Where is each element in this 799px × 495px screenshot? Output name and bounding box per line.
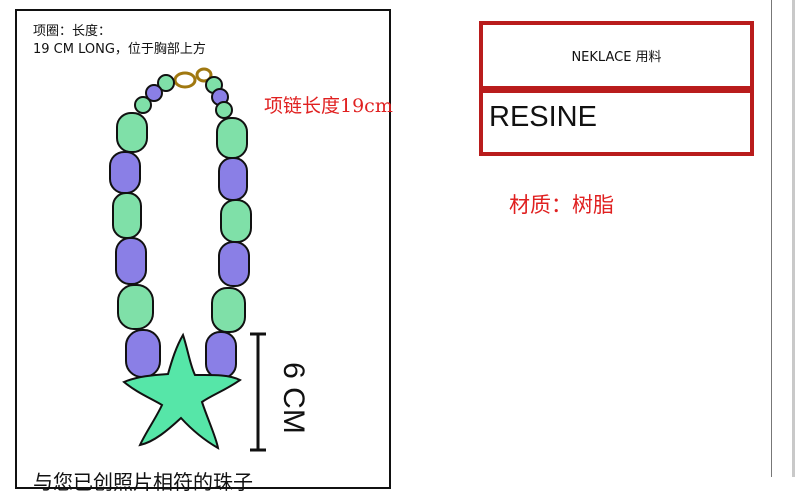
- material-header-text: NEKLACE 用料: [571, 50, 662, 65]
- material-annotation: 材质：树脂: [509, 193, 614, 217]
- bead: [205, 331, 237, 379]
- length-annotation: 项链长度19cm: [264, 95, 393, 117]
- dimension-bracket: [250, 332, 266, 452]
- bottom-caption: 与您已创照片相符的珠子: [33, 470, 253, 494]
- material-box-header: NEKLACE 用料: [479, 21, 754, 90]
- necklace-drawing: [109, 67, 266, 452]
- bead: [134, 96, 152, 114]
- page-right-edge: [771, 0, 772, 477]
- bead: [117, 284, 154, 330]
- bead: [116, 112, 148, 153]
- bead: [211, 287, 246, 333]
- bead: [157, 74, 175, 92]
- material-box-value: RESINE: [479, 89, 754, 156]
- bead: [115, 237, 147, 285]
- material-value-text: RESINE: [489, 101, 597, 133]
- bead: [220, 199, 252, 243]
- bead: [215, 101, 233, 119]
- bead: [109, 151, 141, 194]
- bead: [218, 241, 250, 287]
- clasp-icon: [173, 67, 213, 89]
- bead: [145, 84, 163, 102]
- bead: [125, 329, 161, 378]
- dimension-label: 6 CM: [277, 362, 310, 434]
- bead: [112, 192, 142, 239]
- necklace-label-line2: 19 CM LONG，位于胸部上方: [33, 42, 206, 57]
- window-scrollbar-edge: [792, 0, 795, 477]
- necklace-label-line1: 项圈：长度：: [33, 24, 112, 39]
- bead: [216, 117, 248, 159]
- starfish-pendant: [122, 332, 242, 450]
- bead: [218, 157, 248, 201]
